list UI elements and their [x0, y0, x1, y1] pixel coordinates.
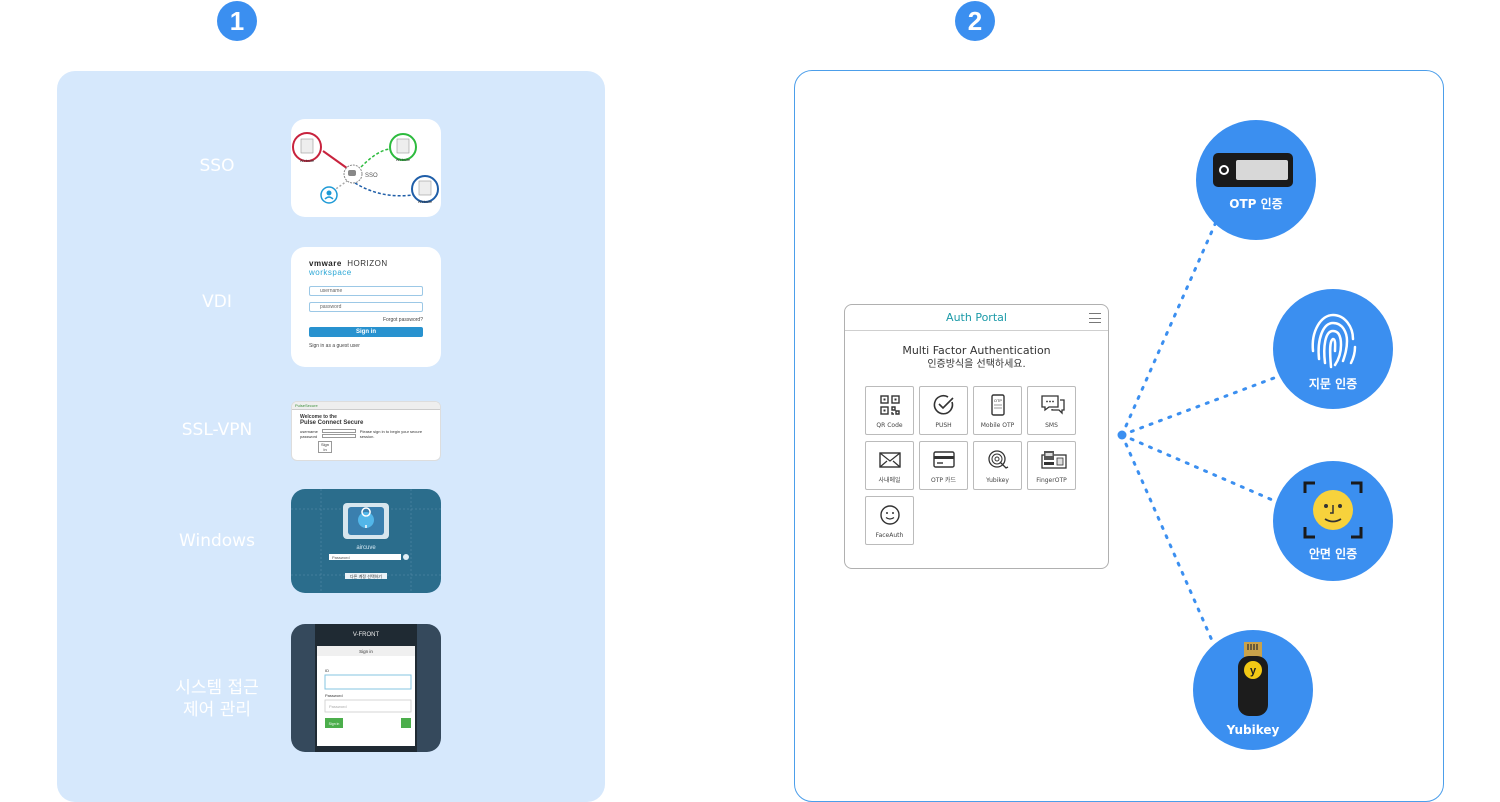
portal-subheading: 인증방식을 선택하세요.: [927, 359, 1026, 370]
portal-title: Auth Portal: [946, 311, 1007, 324]
ssl-password-label: password: [300, 434, 318, 439]
system-signin-button: Sign in: [329, 722, 340, 726]
finger-otp-icon: [1041, 451, 1067, 469]
tile-label: PUSH: [935, 422, 952, 429]
tile-label: SMS: [1045, 422, 1058, 429]
windows-other-account: 다른 계정 선택하기: [350, 573, 382, 579]
yubikey-touch-icon: [988, 450, 1009, 469]
label-vdi: VDI: [202, 292, 232, 312]
step-number-1: 1: [217, 1, 257, 41]
tile-qr-code[interactable]: QR Code: [865, 386, 914, 435]
tile-mobile-otp[interactable]: OTP Mobile OTP: [973, 386, 1022, 435]
ssl-username-label: username: [300, 429, 318, 434]
ssl-product: Pulse Connect Secure: [300, 420, 364, 426]
tile-label: QR Code: [876, 422, 903, 429]
vdi-brand-workspace: workspace: [309, 268, 352, 277]
vdi-signin-button: Sign in: [309, 327, 423, 337]
method-fingerprint-label: 지문 인증: [1308, 377, 1358, 391]
vdi-brand-vmware: vmware: [309, 259, 342, 268]
portal-header: Auth Portal: [845, 305, 1108, 331]
step-number-2: 2: [955, 1, 995, 41]
sso-website-label-3: Website: [418, 199, 433, 204]
label-system-line2: 제어 관리: [183, 700, 251, 720]
yubikey-device-icon: y: [1238, 642, 1268, 716]
vdi-username-field: username: [309, 286, 423, 296]
face-scan-icon: [1303, 481, 1363, 539]
tile-push[interactable]: PUSH: [919, 386, 968, 435]
tile-label: FingerOTP: [1036, 477, 1067, 484]
sso-website-label-1: Website: [300, 158, 315, 163]
system-id-label: ID: [325, 668, 329, 673]
tile-label: OTP 카드: [931, 477, 956, 484]
system-title: V-FRONT: [353, 632, 380, 638]
tile-sms[interactable]: SMS: [1027, 386, 1076, 435]
hamburger-menu-icon[interactable]: [1089, 313, 1101, 323]
face-icon: [880, 505, 900, 525]
tile-finger-otp[interactable]: FingerOTP: [1027, 441, 1076, 490]
yubikey-logo-letter: y: [1250, 665, 1257, 677]
label-system-line1: 시스템 접근: [175, 678, 259, 698]
label-windows: Windows: [179, 531, 255, 551]
check-circle-icon: [933, 394, 954, 415]
mail-icon: [879, 452, 901, 468]
label-sso: SSO: [199, 156, 235, 176]
svg-text:OTP: OTP: [994, 398, 1003, 403]
mobile-otp-icon: OTP: [991, 394, 1005, 416]
qr-code-icon: [880, 395, 900, 415]
vdi-forgot-link: Forgot password?: [382, 317, 423, 323]
windows-login-screen: aircuve Password 다른 계정 선택하기: [291, 489, 441, 593]
windows-thumbnail: aircuve Password 다른 계정 선택하기: [291, 489, 441, 593]
system-access-login: V-FRONT Sign in ID Password Password Sig…: [315, 624, 417, 752]
card-icon: [933, 451, 955, 468]
sso-thumbnail: Website Website Website SSO: [291, 119, 441, 217]
sms-icon: [1041, 395, 1065, 415]
ssl-hint: Please sign in to begin your secure sess…: [359, 429, 423, 439]
tile-label: Yubikey: [986, 477, 1009, 484]
vdi-password-field: password: [309, 302, 423, 312]
system-password-label: Password: [325, 693, 343, 698]
label-ssl-vpn: SSL-VPN: [181, 420, 253, 440]
method-yubikey-label: Yubikey: [1226, 723, 1280, 737]
vdi-brand-horizon: HORIZON: [347, 259, 388, 268]
tile-face-auth[interactable]: FaceAuth: [865, 496, 914, 545]
system-password-field: Password: [329, 704, 347, 709]
vdi-guest-link: Sign in as a guest user: [309, 343, 360, 349]
method-face-label: 안면 인증: [1308, 547, 1358, 561]
tile-otp-card[interactable]: OTP 카드: [919, 441, 968, 490]
sso-center-label: SSO: [365, 173, 378, 179]
tile-label: 사내메일: [878, 477, 901, 484]
method-otp: OTP 인증: [1196, 120, 1316, 240]
otp-token-icon: [1213, 153, 1293, 187]
tile-label: FaceAuth: [875, 532, 904, 539]
windows-password-field: Password: [332, 555, 350, 560]
ssl-signin-button: Sign In: [318, 441, 332, 453]
portal-heading: Multi Factor Authentication: [902, 344, 1051, 357]
ssl-welcome: Welcome to the: [300, 414, 337, 420]
vdi-thumbnail: vmware HORIZON workspace username passwo…: [291, 247, 441, 367]
vdi-brand: vmware HORIZON workspace: [309, 259, 423, 277]
ssl-vpn-thumbnail: PulseSecure Welcome to the Pulse Connect…: [291, 401, 441, 461]
auth-portal-card: Auth Portal Multi Factor Authentication …: [844, 304, 1109, 569]
fingerprint-icon: [1311, 313, 1357, 369]
hub-dot: [1117, 430, 1127, 440]
sso-diagram: Website Website Website SSO: [292, 132, 439, 204]
tile-company-mail[interactable]: 사내메일: [865, 441, 914, 490]
windows-user-name: aircuve: [356, 545, 376, 551]
method-fingerprint: 지문 인증: [1273, 289, 1393, 409]
sso-website-label-2: Website: [396, 157, 411, 162]
system-signin-heading: Sign in: [359, 649, 373, 654]
ssl-brand-bar: PulseSecure: [292, 402, 440, 410]
method-otp-label: OTP 인증: [1229, 197, 1283, 211]
system-access-thumbnail: V-FRONT Sign in ID Password Password Sig…: [291, 624, 441, 752]
label-system-access: 시스템 접근 제어 관리: [97, 677, 337, 721]
method-face: 안면 인증: [1273, 461, 1393, 581]
method-yubikey: y Yubikey: [1193, 630, 1313, 750]
tile-label: Mobile OTP: [980, 422, 1015, 429]
tile-yubikey[interactable]: Yubikey: [973, 441, 1022, 490]
